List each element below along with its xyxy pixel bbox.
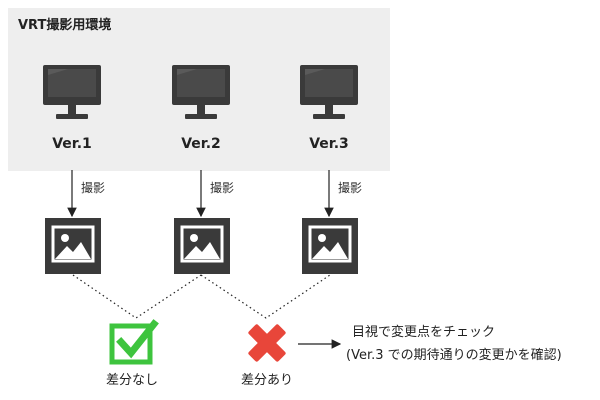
screenshot-3-image-icon xyxy=(302,218,358,274)
version-2-monitor-icon xyxy=(172,65,230,119)
version-1-monitor-icon xyxy=(43,65,101,119)
capture-label-3: 撮影 xyxy=(338,181,362,195)
version-2-label: Ver.2 xyxy=(181,136,221,152)
environment-title: VRT撮影用環境 xyxy=(18,17,111,33)
screenshot-1-image-icon xyxy=(45,218,101,274)
version-3-label: Ver.3 xyxy=(309,136,349,152)
comparison-line-1-2 xyxy=(72,274,202,319)
no-diff-label: 差分なし xyxy=(106,373,158,388)
diff-label: 差分あり xyxy=(241,373,293,388)
capture-label-2: 撮影 xyxy=(210,181,234,195)
comparison-line-2-3 xyxy=(200,274,331,319)
capture-label-1: 撮影 xyxy=(81,181,105,195)
version-1-label: Ver.1 xyxy=(52,136,92,152)
screenshot-2-image-icon xyxy=(174,218,230,274)
review-note-line2: (Ver.3 での期待通りの変更かを確認) xyxy=(346,347,562,363)
diff-cross-icon xyxy=(248,324,286,362)
no-diff-checkbox-check-icon xyxy=(109,319,159,365)
version-3-monitor-icon xyxy=(300,65,358,119)
review-note-line1: 目視で変更点をチェック xyxy=(352,324,495,340)
